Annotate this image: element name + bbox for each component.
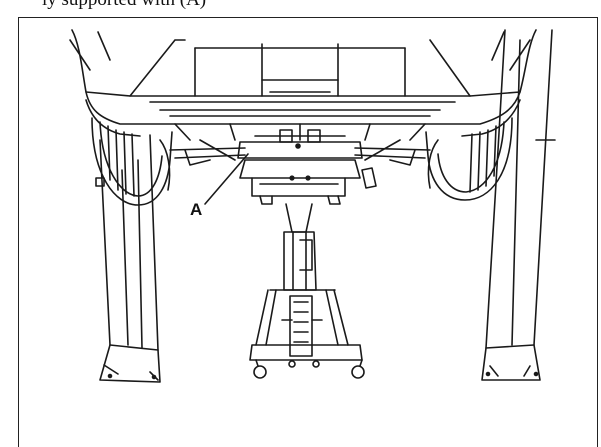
callout-label-a: A — [190, 200, 203, 219]
vehicle-body — [69, 29, 537, 141]
left-lift-post — [95, 134, 161, 383]
right-lift-post — [481, 29, 556, 381]
right-rear-wheel — [425, 117, 513, 201]
transmission-jack — [239, 159, 377, 379]
header-strip: ly supported with (A) — [0, 0, 601, 18]
left-rear-wheel — [91, 117, 173, 206]
vehicle-lift-illustration — [69, 29, 556, 383]
figure-frame — [18, 17, 598, 447]
partial-header-text: ly supported with (A) — [42, 0, 206, 11]
rear-suspension — [169, 129, 431, 166]
callout-a-leader — [204, 153, 249, 205]
